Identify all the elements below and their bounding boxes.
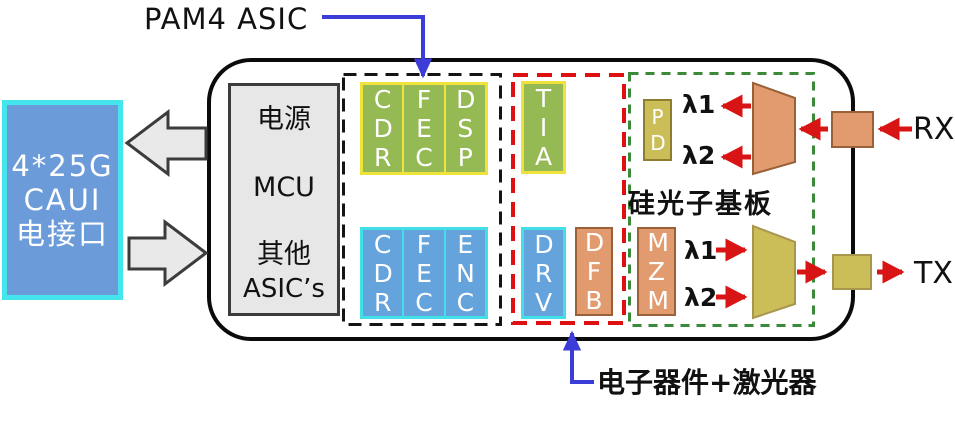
chip-fec-tx: FEC [402,230,443,317]
pam4-asic-dashed-box [342,73,502,326]
control-block: 电源 MCU 其他 ASIC’s [228,83,340,316]
silicon-photonics-dashed-box [628,72,815,327]
rx-label: RX [913,112,955,147]
analog-callout-arrow [562,330,594,384]
tx-port-square [832,254,872,290]
silicon-photonics-label: 硅光子基板 [628,189,773,220]
control-line-other: 其他 [257,239,311,270]
rx-lambda1-label: λ1 [682,90,716,119]
eif-line-1: 4*25G [11,149,114,183]
chip-fec-rx: FEC [402,85,443,172]
control-line-power: 电源 [257,104,311,135]
pam4-asic-label: PAM4 ASIC [144,2,309,36]
photodiode-chip: PD [643,99,672,161]
eif-line-2: CAUI [23,183,102,217]
rx-lambda2-label: λ2 [682,141,716,170]
block-arrow-left-icon [124,108,208,178]
tx-chip-group: CDR FEC ENC [360,227,488,319]
mux-trapezoid-icon [752,224,796,320]
chip-cdr-tx: CDR [373,229,393,317]
control-line-mcu: MCU [253,172,315,203]
chip-cdr-rx: CDR [373,85,393,172]
block-arrow-right-icon [127,218,209,288]
rx-port-square [831,111,874,148]
chip-dsp: DSP [443,85,485,172]
mzm-modulator-chip: MZM [637,227,676,316]
tx-lambda2-label: λ2 [684,283,718,312]
tx-label: TX [914,256,953,291]
control-line-asics: ASIC’s [243,274,325,304]
chip-enc: ENC [443,230,485,317]
demux-trapezoid-icon [752,81,796,176]
tia-chip: TIA [521,81,566,174]
analog-laser-callout-label: 电子器件+激光器 [597,366,817,399]
electrical-interface-box: 4*25G CAUI 电接口 [2,100,123,300]
rx-chip-group: CDR FEC DSP [360,82,488,175]
tx-lambda1-label: λ1 [684,236,718,265]
eif-line-3: 电接口 [15,217,109,251]
driver-chip: DRV [521,227,566,319]
pam4-callout-arrow [322,15,433,79]
analog-laser-dashed-box [511,73,626,325]
dfb-laser-chip: DFB [575,227,613,316]
